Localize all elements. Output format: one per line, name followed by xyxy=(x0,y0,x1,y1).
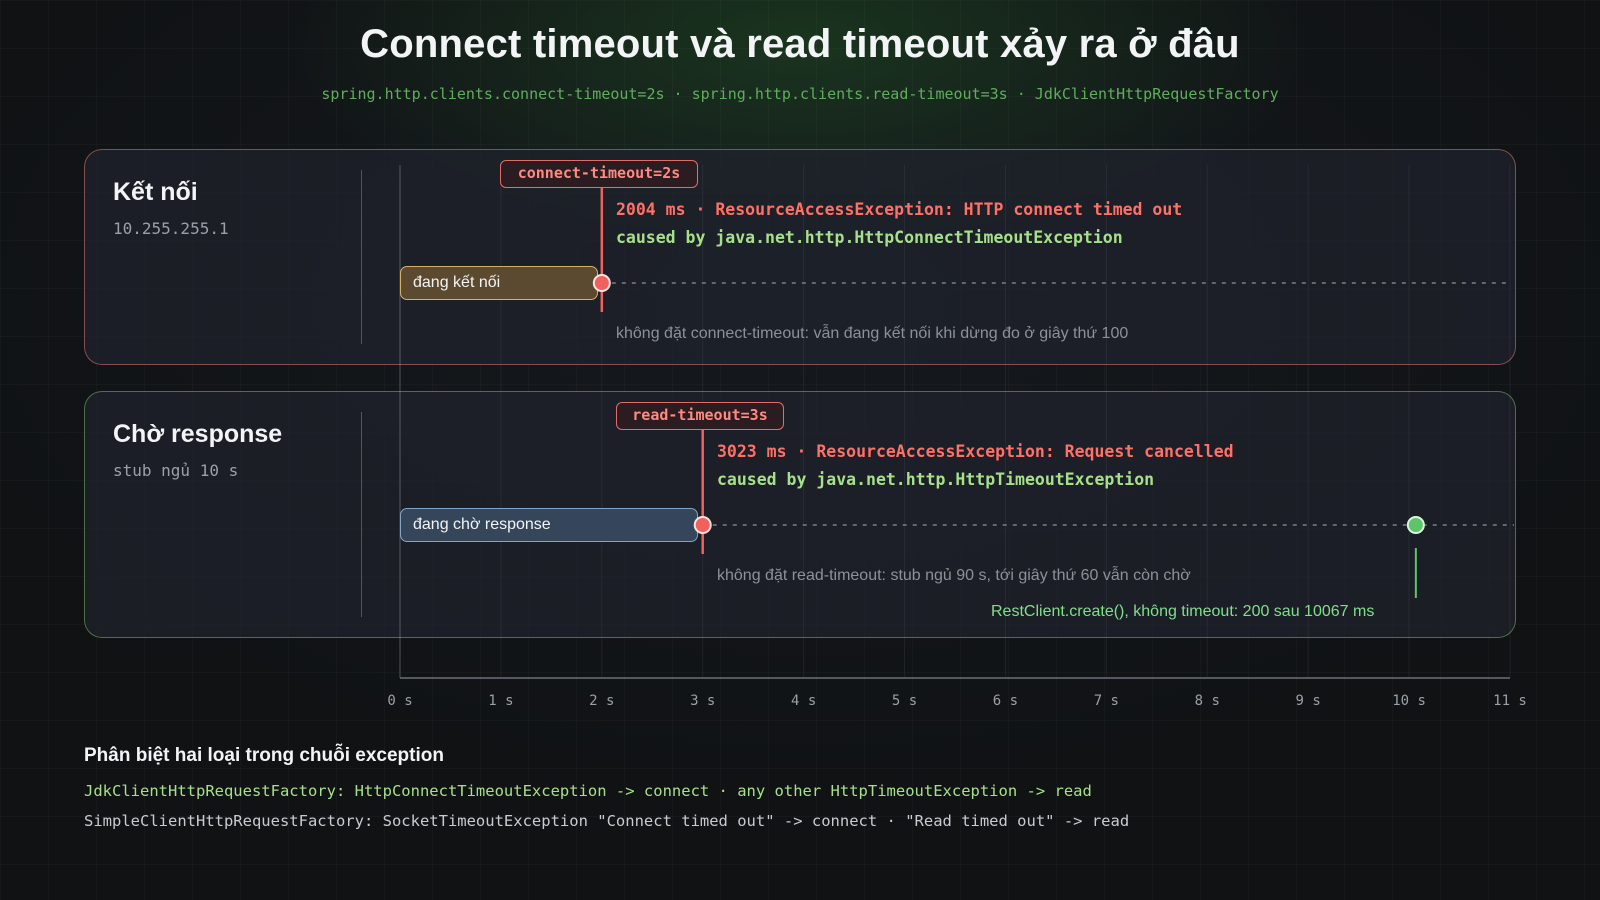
read-lane-subtitle: stub ngủ 10 s xyxy=(113,461,239,480)
page-title: Connect timeout và read timeout xảy ra ở… xyxy=(360,22,1240,66)
connect-cause-text: caused by java.net.http.HttpConnectTimeo… xyxy=(616,228,1123,247)
read-timeout-tag: read-timeout=3s xyxy=(616,402,784,430)
waiting-response-bar: đang chờ response xyxy=(400,508,698,542)
read-cause-text: caused by java.net.http.HttpTimeoutExcep… xyxy=(717,470,1155,489)
read-note: không đặt read-timeout: stub ngủ 90 s, t… xyxy=(717,567,1191,584)
connect-lane-panel: Kết nối 10.255.255.1 xyxy=(84,149,1516,365)
read-lane-panel: Chờ response stub ngủ 10 s xyxy=(84,391,1516,638)
page-subtitle: spring.http.clients.connect-timeout=2s ·… xyxy=(321,85,1279,103)
read-lane-separator xyxy=(361,412,362,617)
success-note: RestClient.create(), không timeout: 200 … xyxy=(991,603,1375,620)
read-error-text: 3023 ms · ResourceAccessException: Reque… xyxy=(717,442,1234,461)
connect-timeout-tag: connect-timeout=2s xyxy=(500,160,698,188)
connect-error-text: 2004 ms · ResourceAccessException: HTTP … xyxy=(616,200,1183,219)
connect-lane-subtitle: 10.255.255.1 xyxy=(113,219,229,238)
legend-title: Phân biệt hai loại trong chuỗi exception xyxy=(84,745,444,766)
legend-simple-line: SimpleClientHttpRequestFactory: SocketTi… xyxy=(84,812,1130,830)
connect-lane-title: Kết nối xyxy=(113,178,198,206)
connecting-bar: đang kết nối xyxy=(400,266,598,300)
legend-jdk-line: JdkClientHttpRequestFactory: HttpConnect… xyxy=(84,782,1092,800)
connect-note: không đặt connect-timeout: vẫn đang kết … xyxy=(616,325,1129,342)
connect-lane-separator xyxy=(361,170,362,344)
read-lane-title: Chờ response xyxy=(113,420,283,448)
